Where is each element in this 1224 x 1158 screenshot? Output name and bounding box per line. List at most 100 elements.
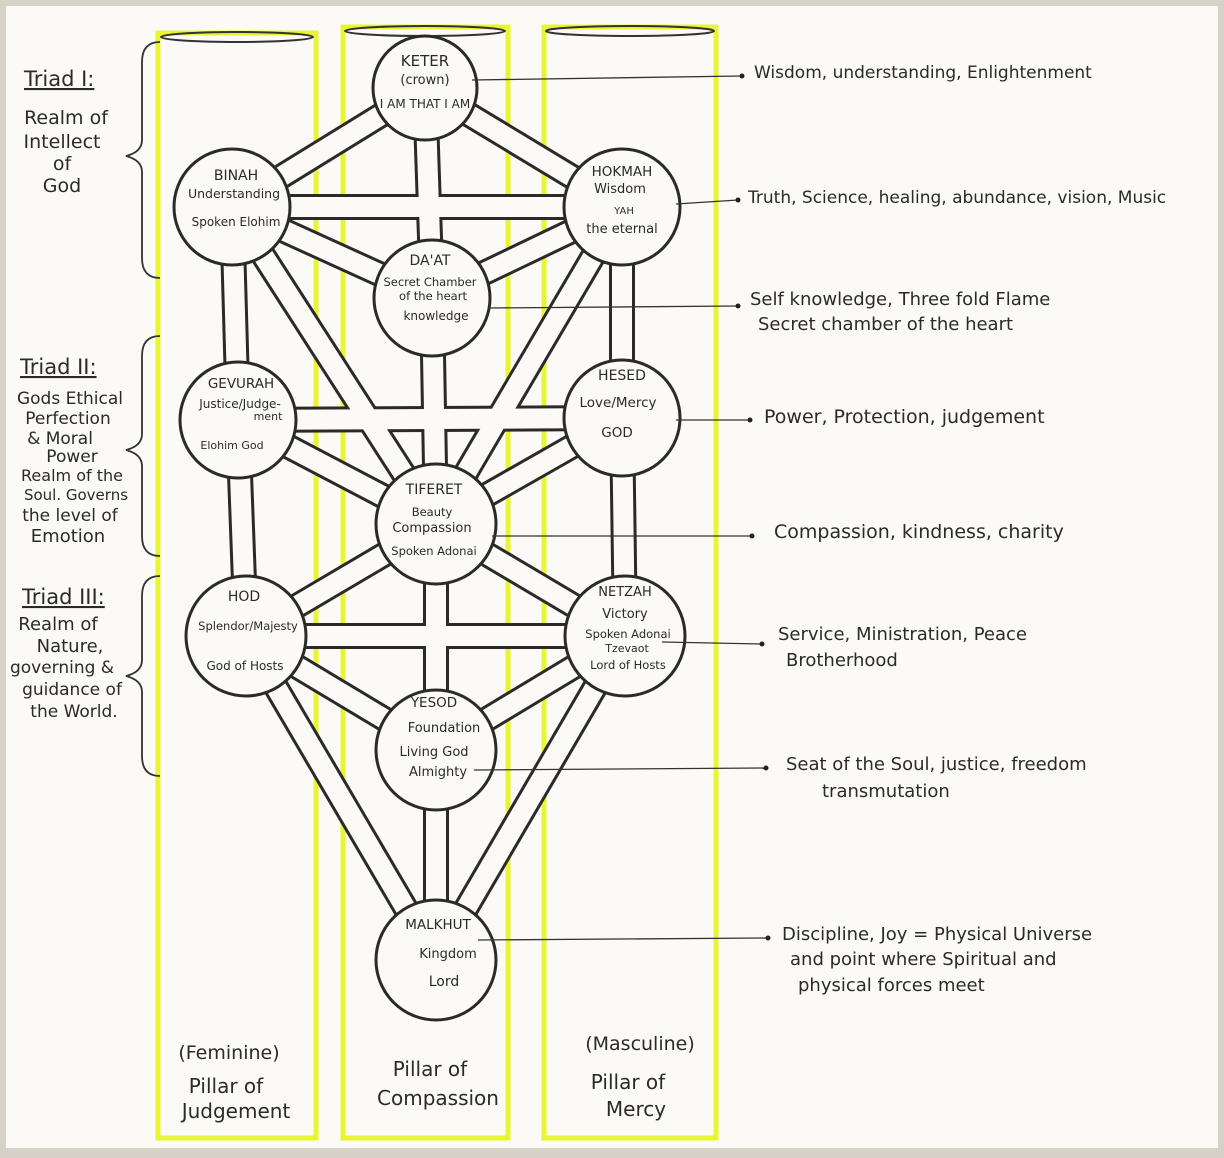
sefira-binah — [172, 147, 292, 267]
hokmah-annotation: Truth, Science, healing, abundance, visi… — [747, 188, 1166, 208]
daat-annotation: Secret chamber of the heart — [758, 314, 1013, 335]
hod-label: Splendor/Majesty — [198, 619, 298, 633]
daat-label: knowledge — [403, 309, 468, 323]
hesed-annotation: Power, Protection, judgement — [764, 406, 1045, 428]
hesed-label: HESED — [598, 368, 646, 384]
triad-2-line: Soul. Governs — [24, 486, 128, 504]
sefira-tiferet — [374, 462, 498, 586]
triad-2-line: Realm of the — [21, 466, 123, 485]
sefira-yesod — [374, 688, 498, 812]
sefira-daat — [372, 238, 492, 358]
sefirot — [172, 34, 687, 1022]
tiferet-label: Spoken Adonai — [391, 544, 476, 558]
triad-2-brace — [125, 335, 161, 557]
daat-annotation: Self knowledge, Three fold Flame — [750, 289, 1050, 310]
yesod-label: YESOD — [410, 695, 457, 711]
triad-labels: Triad I: Realm of Intellect of God Triad… — [10, 67, 128, 722]
triad-1-line: of — [53, 153, 73, 175]
annotations: Wisdom, understanding, Enlightenment Tru… — [747, 63, 1166, 996]
netzah-label: Lord of Hosts — [590, 658, 666, 672]
triad-2-line: & Moral — [27, 429, 93, 449]
sefira-netzah — [563, 574, 687, 698]
binah-label: Spoken Elohim — [192, 215, 281, 229]
netzah-leader — [661, 641, 763, 645]
tiferet-label: Beauty — [412, 505, 453, 519]
netzah-label: Tzevaot — [604, 642, 649, 655]
sefira-gevurah — [178, 360, 298, 480]
triad-3-line: guidance of — [22, 680, 123, 700]
leader-lines — [471, 73, 771, 941]
triad-braces — [125, 41, 161, 777]
triad-2-heading: Triad II: — [19, 355, 97, 379]
pillar-mercy-caption: Pillar of — [591, 1070, 666, 1094]
triad-1-line: Realm of — [24, 107, 109, 129]
pillar-mercy-caption: Mercy — [606, 1097, 666, 1121]
gevurah-label: Justice/Judge- — [198, 397, 281, 411]
netzah-leader-dot — [759, 641, 765, 647]
gevurah-label: Elohim God — [200, 439, 263, 452]
triad-3-line: governing & — [10, 658, 114, 678]
hokmah-leader — [675, 199, 739, 205]
keter-label: I AM THAT I AM — [380, 97, 470, 111]
malkhut-annotation: Discipline, Joy = Physical Universe — [782, 924, 1092, 945]
binah-label: Understanding — [188, 186, 280, 201]
hokmah-leader-dot — [735, 197, 741, 203]
pillar-judgement-caption: Judgement — [180, 1099, 291, 1123]
sefira-hokmah — [562, 147, 682, 267]
keter-leader — [471, 75, 743, 81]
pillar-judgement-cap — [160, 31, 314, 43]
tiferet-label: Compassion — [392, 521, 471, 536]
netzah-annotation: Brotherhood — [786, 650, 898, 671]
yesod-label: Almighty — [409, 765, 467, 780]
hod-label: God of Hosts — [206, 659, 283, 673]
triad-3-brace — [125, 575, 161, 777]
triad-3-line: Nature, — [37, 636, 104, 657]
yesod-label: Living God — [399, 745, 468, 760]
sefira-hod — [184, 574, 308, 698]
keter-leader-dot — [739, 73, 745, 79]
yesod-label: Foundation — [408, 721, 481, 736]
netzah-annotation: Service, Ministration, Peace — [778, 624, 1027, 645]
triad-2-line: Gods Ethical — [17, 389, 123, 409]
triad-1-line: Intellect — [24, 131, 101, 153]
netzah-label: Victory — [602, 607, 648, 622]
yesod-leader-dot — [763, 765, 769, 771]
yesod-leader — [473, 767, 767, 771]
keter-label: KETER — [401, 52, 449, 70]
triad-3-line: Realm of — [18, 614, 98, 635]
malkhut-leader-dot — [765, 935, 771, 941]
path-fill-hod-malkhut — [236, 626, 446, 970]
daat-label: of the heart — [399, 289, 467, 303]
hod-label: HOD — [228, 589, 260, 605]
netzah-label: Spoken Adonai — [585, 627, 670, 641]
gevurah-label: ment — [254, 410, 283, 423]
hesed-label: GOD — [601, 425, 632, 441]
sefira-malkhut — [374, 898, 498, 1022]
triad-2-line: Power — [46, 447, 97, 467]
sefirot-labels: KETER (crown) I AM THAT I AM BINAH Under… — [188, 52, 671, 990]
malkhut-label: Lord — [429, 974, 460, 990]
tiferet-annotation: Compassion, kindness, charity — [774, 521, 1064, 543]
path-fill-binah-tiferet — [222, 197, 446, 534]
triad-2-line: Emotion — [31, 526, 105, 547]
triad-1-brace — [125, 41, 161, 279]
keter-label: (crown) — [400, 73, 449, 88]
keter-annotation: Wisdom, understanding, Enlightenment — [754, 63, 1092, 83]
pillar-compassion-caption: Pillar of — [393, 1057, 468, 1081]
daat-leader-dot — [735, 303, 741, 309]
yesod-annotation: transmutation — [822, 781, 950, 802]
hokmah-label: Wisdom — [594, 182, 646, 197]
hokmah-label: YAH — [613, 206, 634, 217]
malkhut-label: Kingdom — [419, 947, 477, 962]
gevurah-label: GEVURAH — [208, 376, 274, 392]
binah-label: BINAH — [214, 168, 258, 184]
malkhut-label: MALKHUT — [405, 917, 471, 933]
pillar-judgement-caption: (Feminine) — [178, 1042, 279, 1064]
pillar-judgement-caption: Pillar of — [189, 1074, 264, 1098]
hokmah-label: HOKMAH — [592, 164, 653, 180]
malkhut-leader — [477, 937, 769, 941]
daat-leader — [487, 305, 739, 309]
daat-label: DA'AT — [409, 253, 450, 269]
